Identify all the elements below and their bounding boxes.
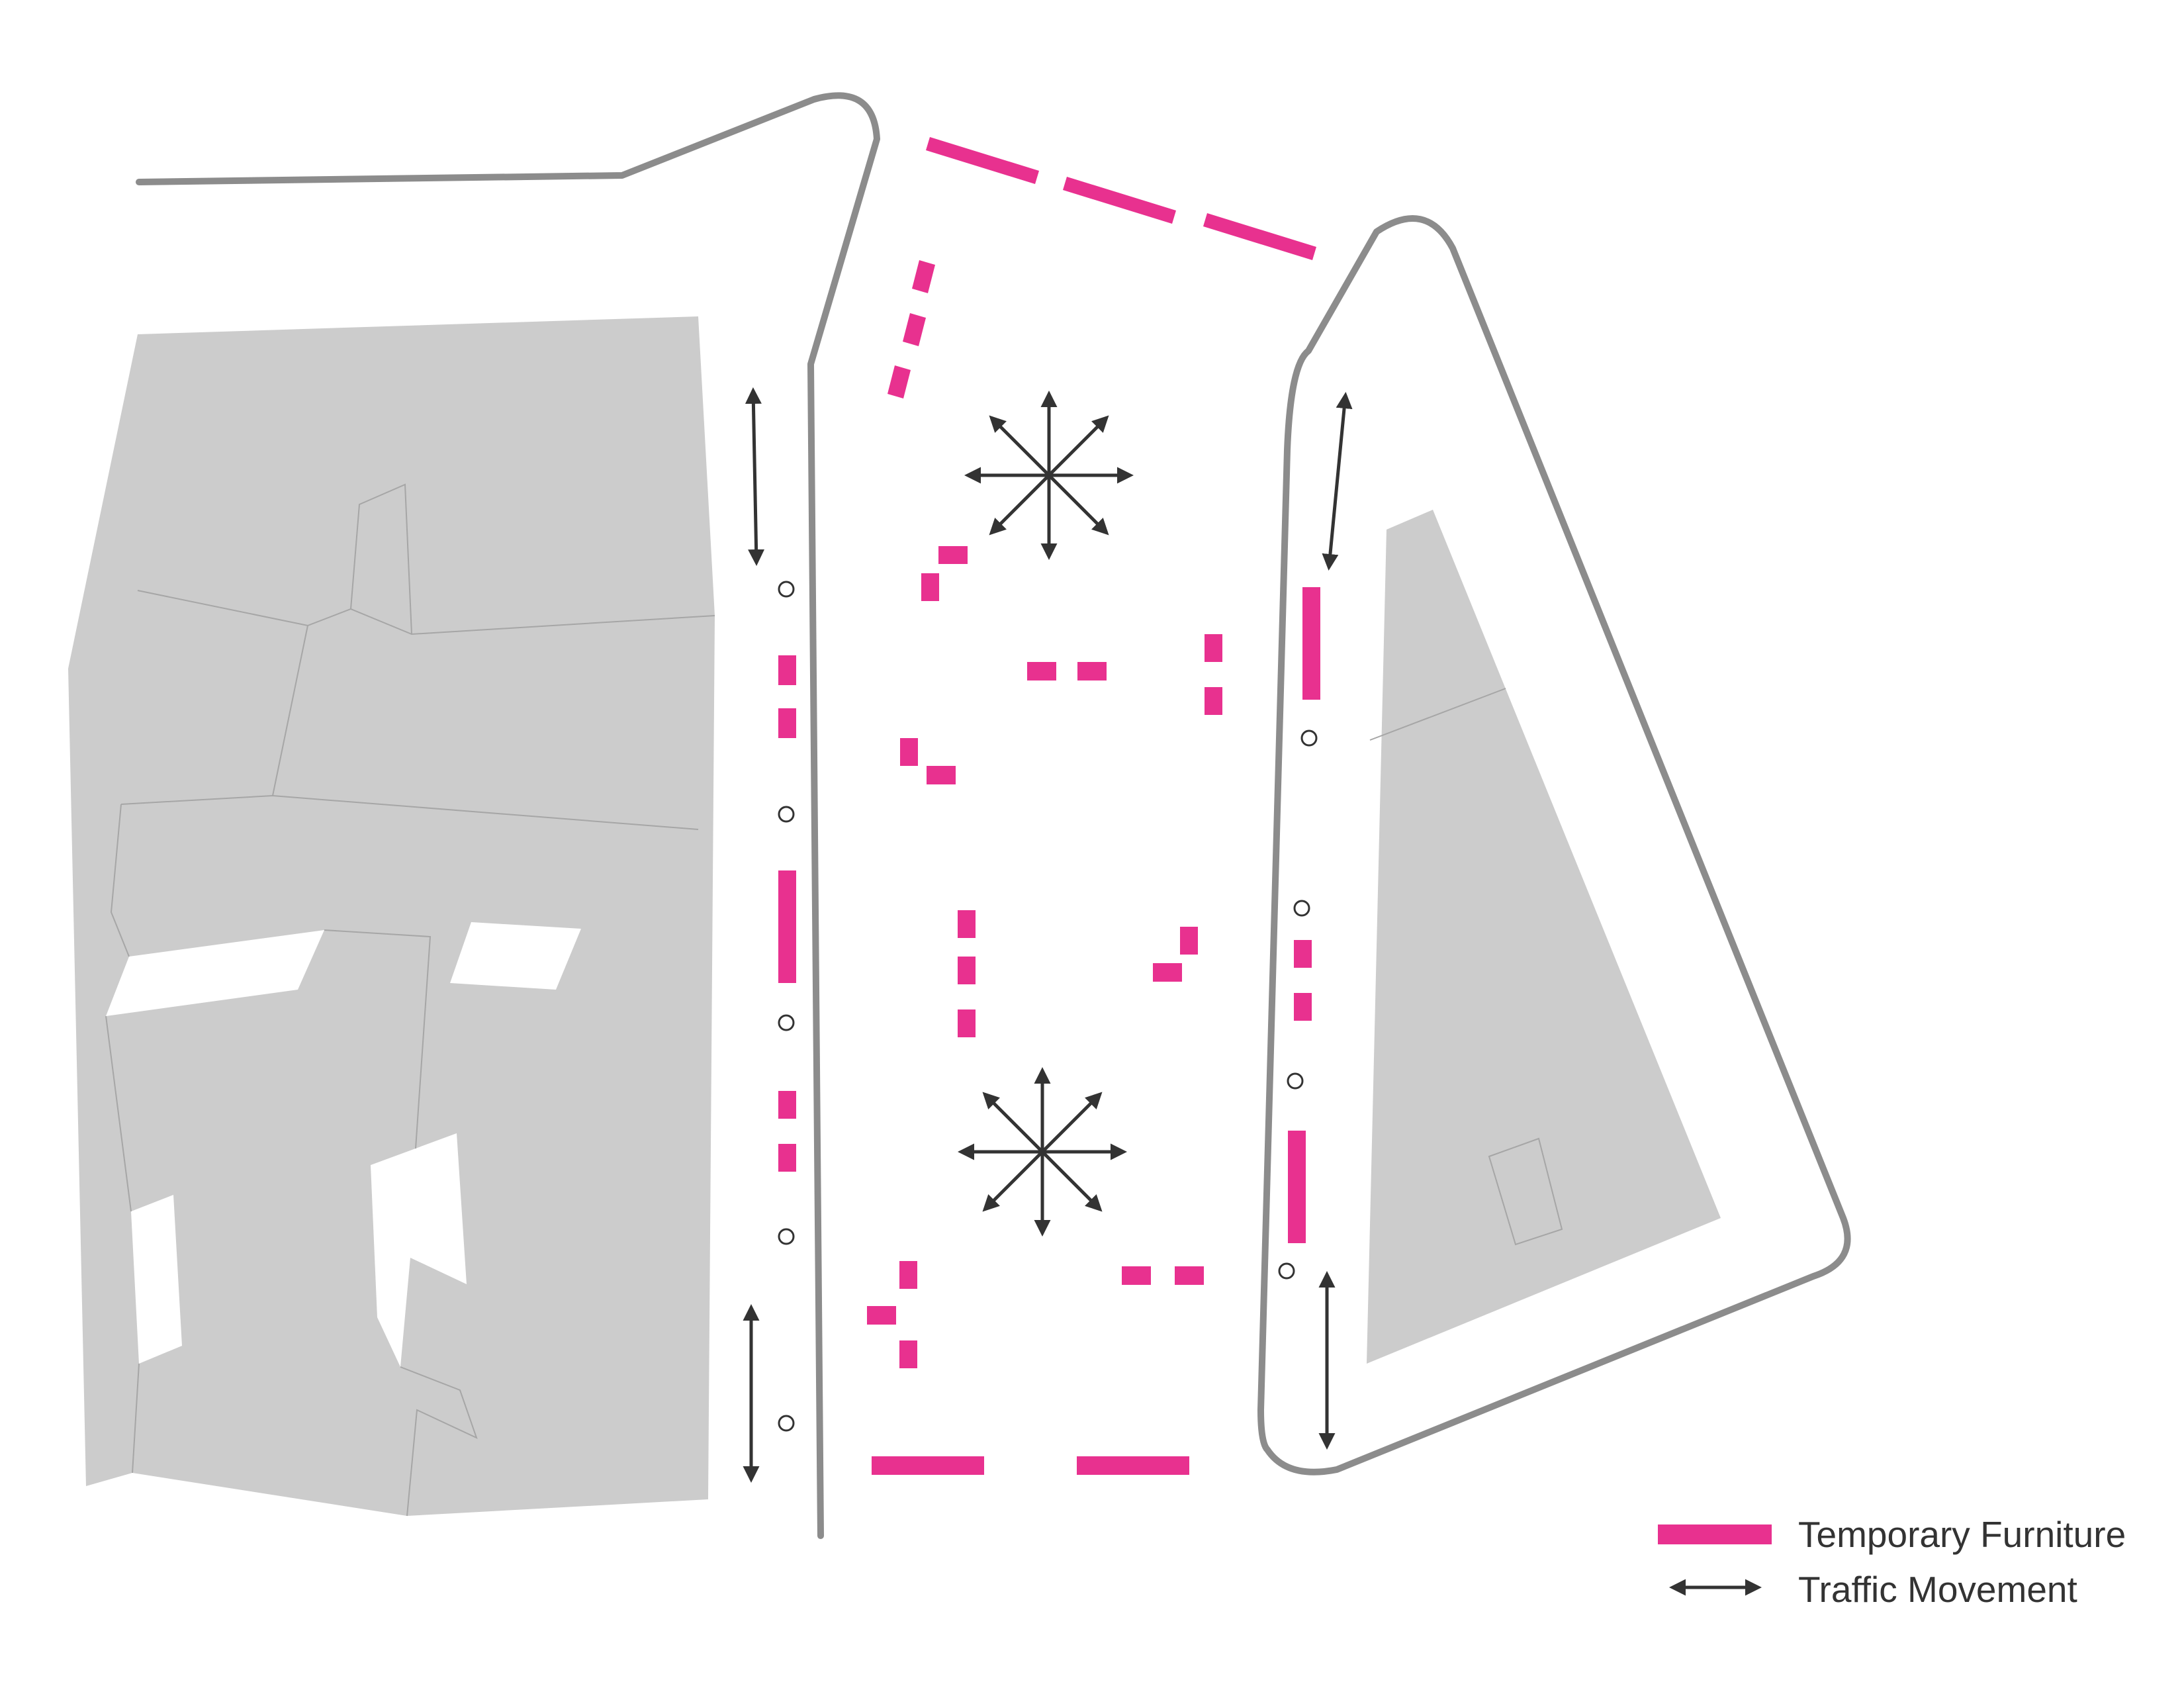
lot-lines — [105, 483, 1563, 1517]
furniture-piece — [1294, 993, 1312, 1021]
furniture-piece — [926, 137, 1039, 184]
building-blocks — [68, 316, 1721, 1516]
furniture-piece — [1288, 1131, 1306, 1243]
curb-lines — [136, 92, 1851, 1539]
furniture-piece — [1077, 662, 1107, 680]
furniture-piece — [1205, 687, 1222, 715]
furniture-piece — [778, 708, 796, 738]
courtyard-voids — [106, 922, 581, 1367]
traffic-arrow — [1322, 392, 1353, 571]
furniture-piece — [927, 766, 956, 784]
furniture-piece — [1027, 662, 1056, 680]
furniture-piece — [887, 365, 911, 399]
legend: Temporary Furniture Traffic Movement — [1658, 1514, 2126, 1610]
legend-furniture-label: Temporary Furniture — [1798, 1514, 2126, 1555]
bollard — [778, 1415, 795, 1432]
legend-furniture-swatch — [1658, 1524, 1772, 1544]
dispersal-icon — [964, 391, 1134, 560]
traffic-arrows — [743, 387, 1353, 1483]
furniture-piece — [1077, 1456, 1189, 1475]
bollard — [1287, 1072, 1304, 1090]
curb-west — [136, 92, 880, 1539]
furniture-piece — [1294, 940, 1312, 968]
bollard — [1293, 900, 1310, 917]
furniture-piece — [1122, 1266, 1151, 1285]
furniture-piece — [958, 910, 976, 938]
courtyard — [131, 1195, 182, 1364]
furniture-piece — [1205, 634, 1222, 662]
bollard — [778, 806, 795, 823]
furniture-piece — [778, 1091, 796, 1119]
furniture-piece — [1063, 177, 1176, 224]
bollard — [1278, 1262, 1295, 1280]
furniture-piece — [1180, 927, 1198, 955]
bollard — [778, 1014, 795, 1031]
curb-east-island — [1257, 215, 1851, 1476]
furniture-piece — [958, 957, 976, 984]
traffic-arrow — [745, 387, 765, 566]
furniture-piece — [899, 1340, 917, 1368]
furniture-piece — [867, 1306, 896, 1325]
furniture-piece — [921, 573, 939, 601]
bollard — [778, 1228, 795, 1245]
furniture-piece — [900, 738, 918, 766]
building-west — [68, 316, 715, 1516]
furniture-piece — [778, 870, 796, 983]
bollards — [778, 581, 1318, 1432]
furniture-piece — [872, 1456, 984, 1475]
furniture-piece — [1153, 963, 1182, 982]
legend-traffic-label: Traffic Movement — [1798, 1569, 2077, 1610]
courtyard — [106, 930, 324, 1016]
furniture-piece — [1302, 587, 1320, 700]
bollard — [778, 581, 795, 598]
furniture-piece — [1203, 213, 1316, 260]
furniture-piece — [899, 1261, 917, 1289]
furniture-piece — [1175, 1266, 1204, 1285]
courtyard — [371, 1133, 467, 1367]
furniture-piece — [958, 1009, 976, 1037]
temporary-furniture — [778, 137, 1320, 1475]
furniture-piece — [778, 1144, 796, 1172]
courtyard — [450, 922, 581, 990]
furniture-piece — [903, 313, 926, 346]
furniture-piece — [938, 546, 968, 564]
furniture-piece — [778, 655, 796, 685]
bollard — [1300, 729, 1318, 747]
dispersal-icon — [958, 1067, 1127, 1237]
building-east — [1367, 510, 1721, 1364]
furniture-piece — [912, 260, 935, 293]
